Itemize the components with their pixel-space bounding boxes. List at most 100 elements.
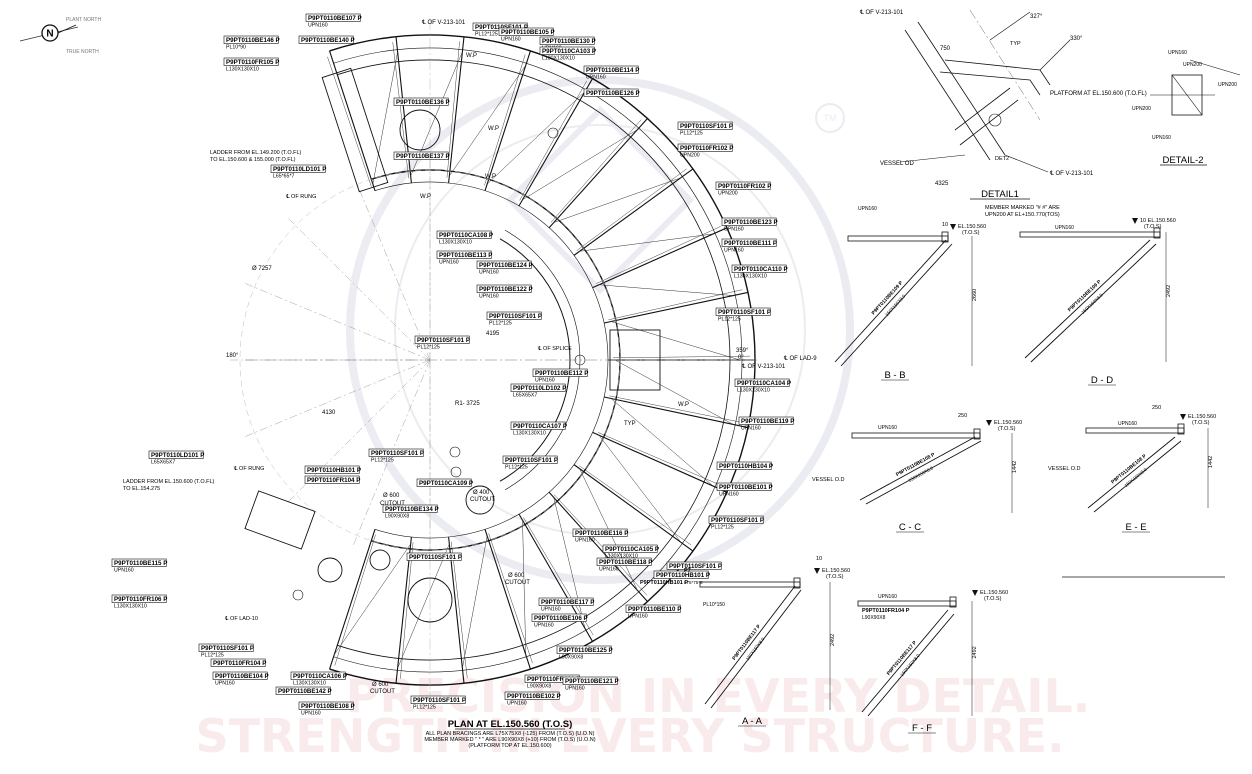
plan-bracing — [610, 398, 714, 487]
member-tag-label: P9PT0110BE118 P — [599, 559, 652, 566]
plan-bracing — [333, 543, 411, 655]
cutout-circle-0 — [399, 109, 441, 151]
cutout-1-dia: Ø 600 — [383, 493, 400, 499]
member-tag-box — [556, 645, 612, 654]
detail1-line-b — [917, 21, 1006, 156]
section-aa-title: A - A — [742, 716, 763, 727]
radial-beam — [448, 536, 465, 684]
member-tag-label: P9PT0110BE106 P — [534, 615, 588, 622]
member-tag-box — [410, 695, 466, 704]
member-tag-size: UPN200 — [680, 153, 700, 159]
section-ff-diag-b — [867, 613, 955, 717]
section-cc-upn: UPN160 — [878, 425, 897, 431]
radial-beam-edge — [608, 289, 743, 321]
section-dd-plate — [1153, 227, 1161, 239]
section-dd-upn: UPN160 — [1055, 225, 1074, 231]
section-extra-labels: P9PT0110FR104 PL90X90X8PL10*150P9PT0110H… — [640, 568, 910, 621]
section-ee-beam — [1085, 427, 1185, 434]
watermark-tm-circle — [815, 103, 845, 133]
member-tag-label: P9PT0110FR102 P — [718, 183, 771, 190]
member-tag-size: PL12*125 — [489, 321, 512, 327]
radial-beam — [484, 50, 531, 191]
member-tag-label: P9PT0110BE107 P — [308, 15, 362, 22]
section-bb-title: B - B — [884, 370, 905, 381]
section-ff-member-tag: P9PT0110FR104 P — [862, 608, 910, 614]
member-tag-label: P9PT0110CA103 P — [542, 48, 596, 55]
angle-0-label: 0° — [738, 355, 744, 361]
member-tag-label: P9PT0110BE130 P — [542, 38, 596, 45]
radial-beam — [603, 291, 749, 324]
member-tag-label: P9PT0110BE113 P — [439, 252, 492, 259]
member-tag-box — [476, 260, 532, 269]
section-aa-dim: 2492 — [830, 634, 836, 646]
member-tag-box — [562, 676, 618, 685]
member-tag-label: P9PT0110FR102 P — [680, 145, 733, 152]
member-tag-label: P9PT0110CA109 P — [419, 480, 473, 487]
member-tag-box — [716, 482, 772, 491]
member-tag-size: UPN160 — [479, 294, 499, 300]
splice-centerline-label: ℄ OF SPLICE — [537, 346, 572, 352]
cutout-circle-3 — [369, 549, 391, 571]
plan-note-3: (PLATFORM TOP AT EL.150.600) — [468, 743, 551, 749]
member-note-2: UPN200 AT EL+150.770(TOS) — [985, 212, 1060, 218]
section-bb-beam — [847, 235, 949, 242]
member-tag-size: PL12*125 — [505, 465, 528, 471]
section-bb-dim-10: 10 — [942, 222, 948, 228]
member-tag-size: UPN160 — [586, 75, 606, 81]
section-dd-beam — [1019, 231, 1161, 238]
radial-beam-edge — [550, 119, 642, 223]
plan-bracing — [397, 543, 450, 669]
member-tag-label: P9PT0110CA105 P — [605, 546, 659, 553]
detail1-beam-b — [939, 71, 1041, 96]
plan-bracing — [372, 51, 398, 185]
member-tag-box — [111, 558, 167, 567]
section-ee-vessel: VESSEL O.D — [1048, 466, 1081, 472]
detail1-line-a — [904, 29, 991, 161]
member-tag-label: P9PT0110BE110 P — [628, 606, 681, 613]
member-tag-size: UPN160 — [114, 568, 134, 574]
centerline-ray — [245, 283, 431, 361]
radial-beam — [448, 36, 465, 184]
member-tag-box — [393, 151, 449, 160]
member-tag-box — [223, 57, 279, 66]
member-tag-label: P9PT0110CA104 P — [737, 380, 791, 387]
angle-180-label: 180° — [226, 353, 239, 359]
cutout-2-dia: Ø 400 — [473, 490, 490, 496]
section-ee-el: EL.150.560 — [1188, 414, 1216, 420]
plan-note-1: ALL PLAN BRACINGS ARE L75X75X8 (-125) FR… — [426, 731, 595, 737]
member-tag-label: P9PT0110BE101 P — [719, 484, 773, 491]
member-tag-label: P9PT0110BE136 P — [396, 99, 450, 106]
member-tag-box — [436, 230, 492, 239]
plan-bracing — [553, 497, 586, 629]
member-tag-box — [304, 475, 360, 484]
section-ff-upn: UPN160 — [878, 594, 897, 600]
member-tag-label: P9PT0110FR104 P — [213, 660, 266, 667]
member-tag-label: P9PT0110SF101 P — [718, 309, 771, 316]
section-bb-plate — [941, 231, 949, 243]
member-tag-box — [677, 143, 733, 152]
member-tag-box — [738, 416, 794, 425]
plan-bracing — [522, 520, 527, 655]
plan-annotations: 180° 359° 0° ℄ OF V-213-101 ℄ OF LAD-9 ℄… — [123, 20, 817, 749]
centerline-ray — [353, 175, 431, 361]
member-tag: P9PT0110HB101 P — [653, 570, 710, 579]
member-tag-size: UPN160 — [599, 567, 619, 573]
